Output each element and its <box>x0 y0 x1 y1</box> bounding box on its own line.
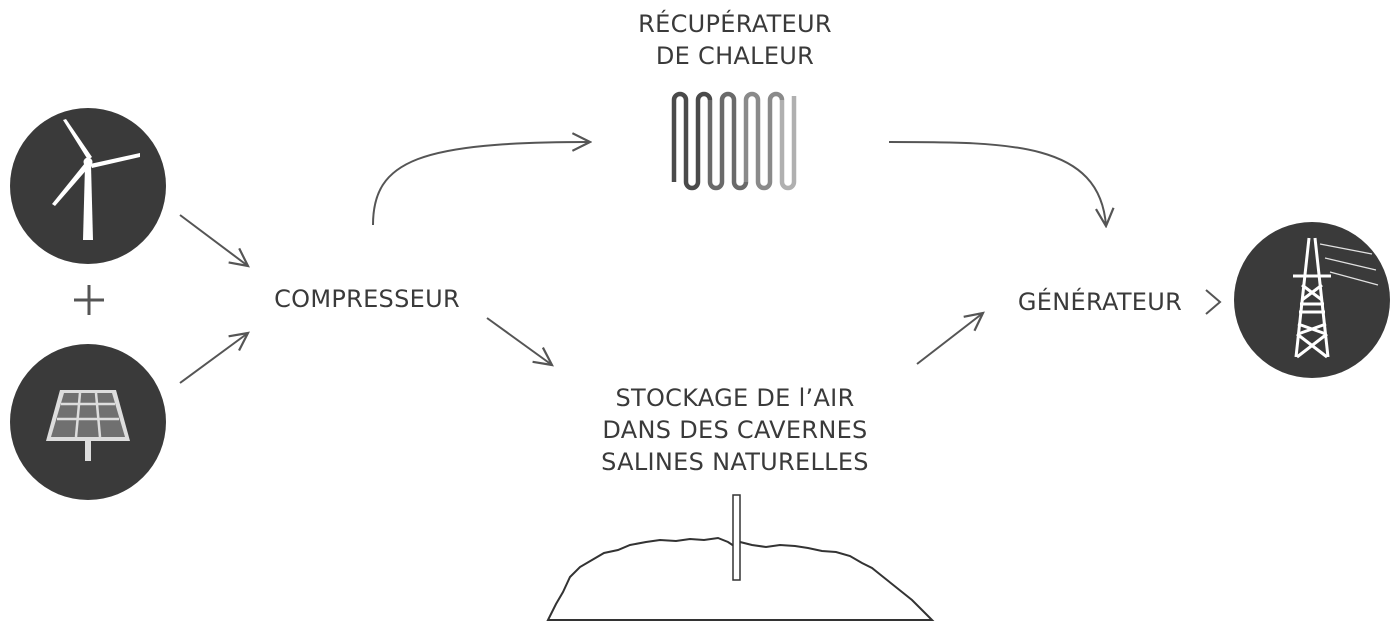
storage-label: STOCKAGE DE l’AIR DANS DES CAVERNES SALI… <box>601 384 869 476</box>
solar-panel-icon <box>10 344 166 500</box>
generator-label: GÉNÉRATEUR <box>1017 288 1183 316</box>
compressor-label: COMPRESSEUR <box>274 285 460 313</box>
arrow-wind-to-compressor <box>179 214 248 266</box>
flow-arrows <box>179 141 1222 384</box>
arrow-solar-to-compressor <box>179 333 248 384</box>
arrow-compressor-to-storage <box>486 317 552 365</box>
arrow-heat-recovery-to-generator <box>888 141 1106 226</box>
arrow-storage-to-generator <box>916 313 983 365</box>
salt-cavern-icon <box>546 494 935 621</box>
arrow-generator-to-grid <box>1205 289 1222 315</box>
heat-recovery-label: RÉCUPÉRATEUR DE CHALEUR <box>638 10 832 70</box>
wind-turbine-icon <box>10 108 166 264</box>
arrow-compressor-to-heat-recovery <box>372 142 590 226</box>
heat-exchanger-coil-icon <box>671 91 797 191</box>
plus-sign-icon <box>74 285 104 315</box>
power-pylon-icon <box>1234 222 1390 378</box>
